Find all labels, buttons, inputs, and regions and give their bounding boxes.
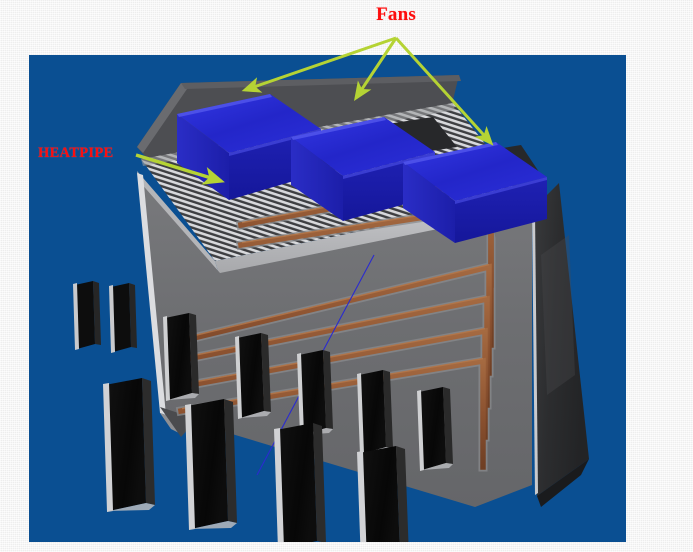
list-item [297,350,333,436]
list-item [357,370,393,455]
list-item [73,281,101,350]
module-blocks-foreground [103,378,409,542]
module-blocks-on-body [163,313,453,471]
heatsink-side-face [532,183,589,507]
list-item [417,387,453,471]
list-item [109,283,137,353]
model-svg [73,75,589,542]
page-title: Fans [376,4,416,25]
list-item [357,446,409,542]
render-viewport [29,55,626,542]
list-item [235,333,271,419]
list-item [163,313,199,401]
list-item [274,423,326,542]
list-item [185,399,237,530]
fan-3 [403,142,547,243]
module-blocks-detached-left [73,281,137,353]
heatpipe-label: HEATPIPE [38,145,114,161]
list-item [103,378,155,512]
